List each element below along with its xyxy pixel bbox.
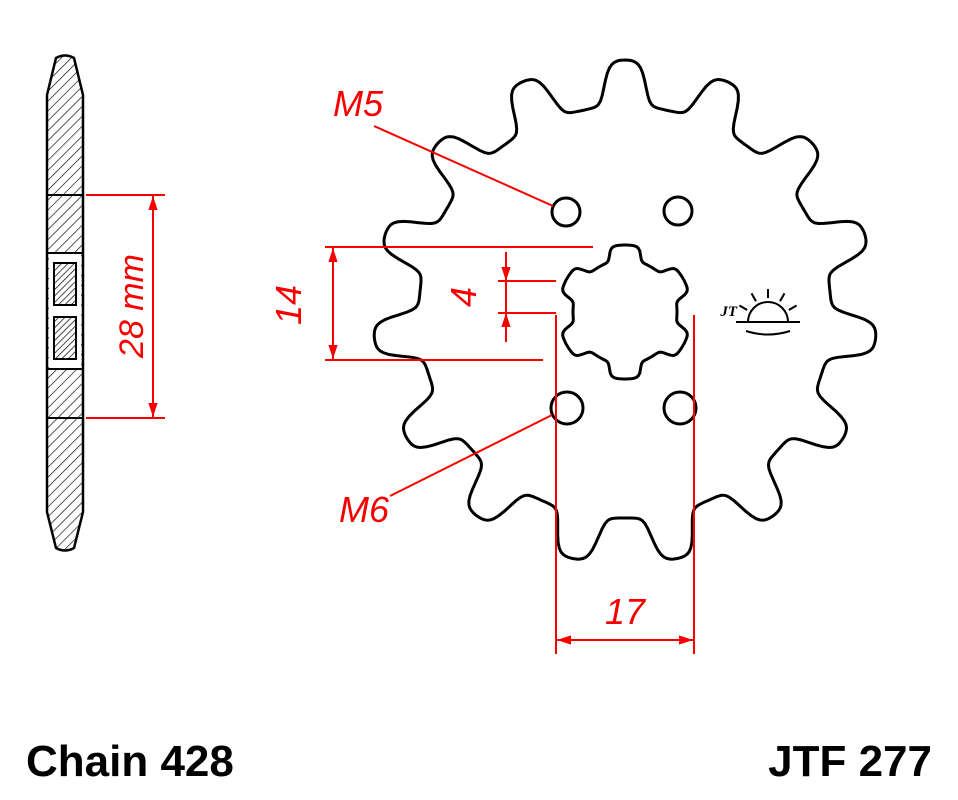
- dimension-14-label: 14: [268, 285, 309, 325]
- dimension-17-label: 17: [605, 591, 647, 632]
- jt-logo: JT: [719, 289, 800, 336]
- arrow-4-top: [501, 267, 511, 281]
- sun-underline: [745, 330, 791, 336]
- leader-m5: [373, 125, 554, 207]
- arrow-14-bottom: [328, 345, 338, 359]
- thread-m6-label: M6: [339, 489, 390, 530]
- arrow-14-top: [328, 248, 338, 262]
- dimension-28mm-label: 28 mm: [113, 254, 151, 359]
- arrow-17-left: [557, 635, 571, 645]
- sprocket-front-view: [372, 58, 878, 561]
- spline-bore-outline: [561, 243, 689, 381]
- bolt-hole-m6: [662, 390, 698, 426]
- thread-m5-label: M5: [333, 83, 384, 124]
- sprocket-side-view: [45, 54, 85, 552]
- sun-semicircle: [747, 301, 789, 323]
- arrow-28-bottom: [148, 403, 158, 417]
- leader-m6: [389, 414, 553, 497]
- chain-size-label: Chain 428: [26, 737, 234, 786]
- dimension-4-label: 4: [443, 287, 484, 307]
- arrow-28-top: [148, 196, 158, 210]
- bolt-hole-m5: [662, 195, 694, 227]
- jt-logo-text: JT: [719, 304, 738, 320]
- spline-hub-section-lower: [53, 316, 77, 360]
- arrow-4-bottom: [501, 313, 511, 327]
- dimension-annotations: [86, 125, 695, 654]
- bolt-hole-m6: [549, 390, 585, 426]
- spline-hub-section-upper: [53, 262, 77, 306]
- arrow-17-right: [679, 635, 693, 645]
- sun-rays-icon: [738, 289, 798, 311]
- bolt-hole-m5: [550, 196, 582, 228]
- part-number-label: JTF 277: [768, 737, 932, 786]
